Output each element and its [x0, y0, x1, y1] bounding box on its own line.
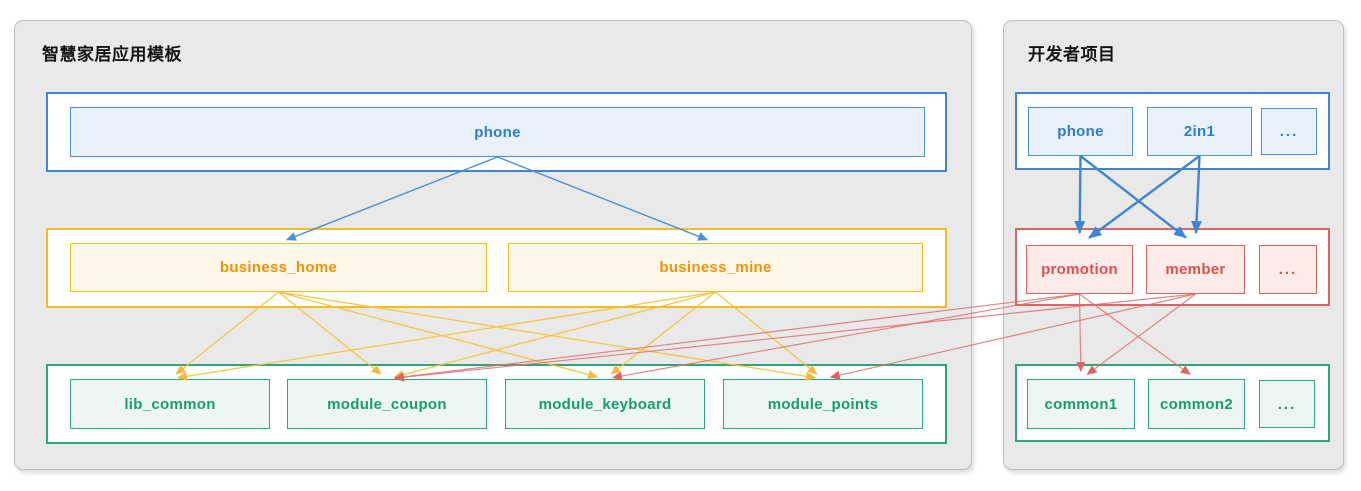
node-label: phone: [1057, 123, 1104, 140]
node-promotion: promotion: [1026, 245, 1133, 294]
node-business-mine: business_mine: [508, 243, 923, 292]
node-common1: common1: [1027, 379, 1135, 429]
node-label: ...: [1277, 395, 1297, 413]
node-label: business_mine: [659, 259, 772, 276]
node-label: member: [1165, 261, 1226, 278]
node-label: common1: [1044, 395, 1118, 413]
node-common2: common2: [1148, 379, 1245, 429]
node-dev-2in1: 2in1: [1147, 107, 1252, 156]
node-phone: phone: [70, 107, 925, 157]
node-module-points: module_points: [723, 379, 923, 429]
node-more-apps: ...: [1261, 108, 1317, 155]
node-label: promotion: [1041, 261, 1118, 278]
template-panel-title: 智慧家居应用模板: [42, 45, 182, 64]
node-label: module_points: [767, 395, 879, 413]
node-label: ...: [1278, 261, 1298, 278]
node-lib-common: lib_common: [70, 379, 270, 429]
node-dev-phone: phone: [1028, 107, 1133, 156]
node-business-home: business_home: [70, 243, 487, 292]
node-label: module_coupon: [327, 395, 447, 413]
node-label: ...: [1279, 123, 1299, 140]
node-more-business: ...: [1259, 245, 1317, 294]
node-module-coupon: module_coupon: [287, 379, 487, 429]
node-label: business_home: [219, 259, 338, 276]
node-label: lib_common: [124, 395, 216, 413]
node-label: 2in1: [1183, 123, 1216, 140]
node-label: phone: [474, 123, 521, 141]
node-label: module_keyboard: [538, 395, 672, 413]
node-more-common: ...: [1259, 380, 1315, 428]
node-member: member: [1146, 245, 1245, 294]
node-label: common2: [1160, 395, 1233, 413]
node-module-keyboard: module_keyboard: [505, 379, 705, 429]
developer-panel-title: 开发者项目: [1028, 45, 1116, 64]
